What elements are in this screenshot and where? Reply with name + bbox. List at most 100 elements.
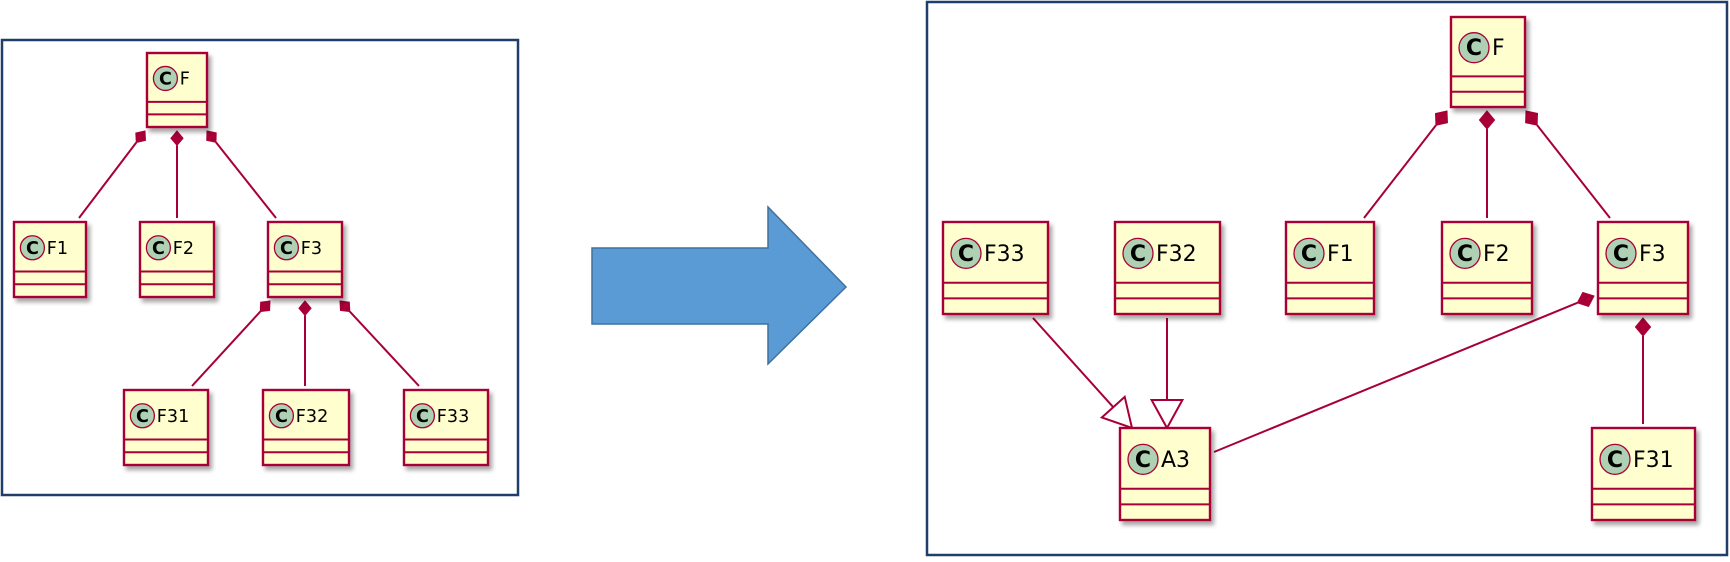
class-name: F2 [173,239,194,259]
class-c-icon: C [19,235,46,261]
relation-f3-f31 [1634,317,1652,424]
before-panel-frame [0,38,520,497]
class-c-letter: C [1130,242,1146,267]
inheritance-arrow-icon [1149,399,1185,431]
class-c-letter: C [152,239,165,259]
class-box-border [1113,220,1222,316]
class-box-f31[interactable]: C F31 [122,388,210,467]
class-c-letter: C [1135,448,1151,473]
class-c-icon: C [1293,237,1325,270]
class-name: F33 [437,407,470,427]
class-box-border [12,220,88,299]
class-c-icon: C [1122,237,1154,270]
composition-diamond-icon [1525,110,1539,126]
class-name: F3 [1639,242,1666,267]
class-box-border [941,220,1050,316]
class-c-letter: C [1466,36,1482,61]
class-name: F31 [1633,448,1674,473]
relation-f-f3 [206,130,277,219]
class-box-f31[interactable]: C F31 [1590,426,1697,522]
relation-line [1213,301,1578,453]
composition-diamond-icon [1478,110,1496,130]
class-box-border [1449,15,1527,109]
relation-f-f1 [78,130,146,219]
class-name: F3 [301,239,322,259]
class-box-f3[interactable]: C F3 [1596,220,1690,316]
class-c-icon: C [145,235,172,261]
class-box-f2[interactable]: C F2 [1440,220,1534,316]
class-c-icon: C [1599,443,1631,476]
composition-diamond-icon [1576,291,1595,308]
relation-f-f2 [170,130,184,218]
class-box-border [1284,220,1376,316]
class-c-letter: C [416,407,429,427]
relation-f32-a3 [1149,318,1185,431]
after-panel-frame [925,0,1729,557]
class-box-f1[interactable]: C F1 [12,220,88,299]
composition-diamond-icon [206,130,217,143]
class-name: F2 [1483,242,1510,267]
class-box-border [1118,426,1212,522]
relation-f-f2 [1478,110,1496,218]
relation-f3-f33 [339,300,420,387]
relation-f-f1 [1363,110,1448,219]
class-c-letter: C [1457,242,1473,267]
class-box-f32[interactable]: C F32 [1113,220,1222,316]
class-c-letter: C [1607,448,1623,473]
relation-f3-a3 [1213,291,1595,453]
composition-diamond-icon [259,300,271,313]
class-c-icon: C [268,403,295,429]
after-relations [1032,110,1652,453]
composition-diamond-icon [298,300,312,317]
class-c-letter: C [1301,242,1317,267]
class-box-f2[interactable]: C F2 [138,220,216,299]
composition-diamond-icon [339,300,351,313]
class-box-border [145,51,209,129]
class-name: F1 [47,239,68,259]
class-c-letter: C [159,69,172,89]
class-box-border [1440,220,1534,316]
class-box-border [122,388,210,467]
relation-line [1032,317,1115,408]
relation-f33-a3 [1032,317,1134,430]
class-name: F [1492,36,1505,61]
composition-diamond-icon [1434,110,1448,126]
relation-line [349,310,420,387]
relation-f-f3 [1525,110,1611,219]
class-c-letter: C [26,239,39,259]
class-name: F32 [1156,242,1197,267]
relation-line [1363,124,1437,219]
class-name: F [180,69,190,89]
composition-diamond-icon [1634,317,1652,337]
relation-f3-f32 [298,300,312,386]
relation-line [78,141,138,219]
class-box-a3[interactable]: C A3 [1118,426,1212,522]
class-c-icon: C [950,237,982,270]
class-box-f33[interactable]: C F33 [402,388,490,467]
class-c-icon: C [129,403,156,429]
class-c-icon: C [1127,443,1159,476]
class-name: F31 [157,407,190,427]
class-name: A3 [1161,448,1190,473]
class-c-letter: C [136,407,149,427]
relation-line [1536,124,1611,219]
class-box-border [266,220,344,299]
class-c-icon: C [273,235,300,261]
class-c-icon: C [409,403,436,429]
class-box-border [261,388,351,467]
class-c-letter: C [1613,242,1629,267]
class-c-icon: C [1458,32,1490,64]
relation-f3-f31 [191,300,271,387]
composition-diamond-icon [135,130,146,144]
class-c-icon: C [1605,237,1637,270]
class-c-letter: C [275,407,288,427]
class-box-border [1596,220,1690,316]
